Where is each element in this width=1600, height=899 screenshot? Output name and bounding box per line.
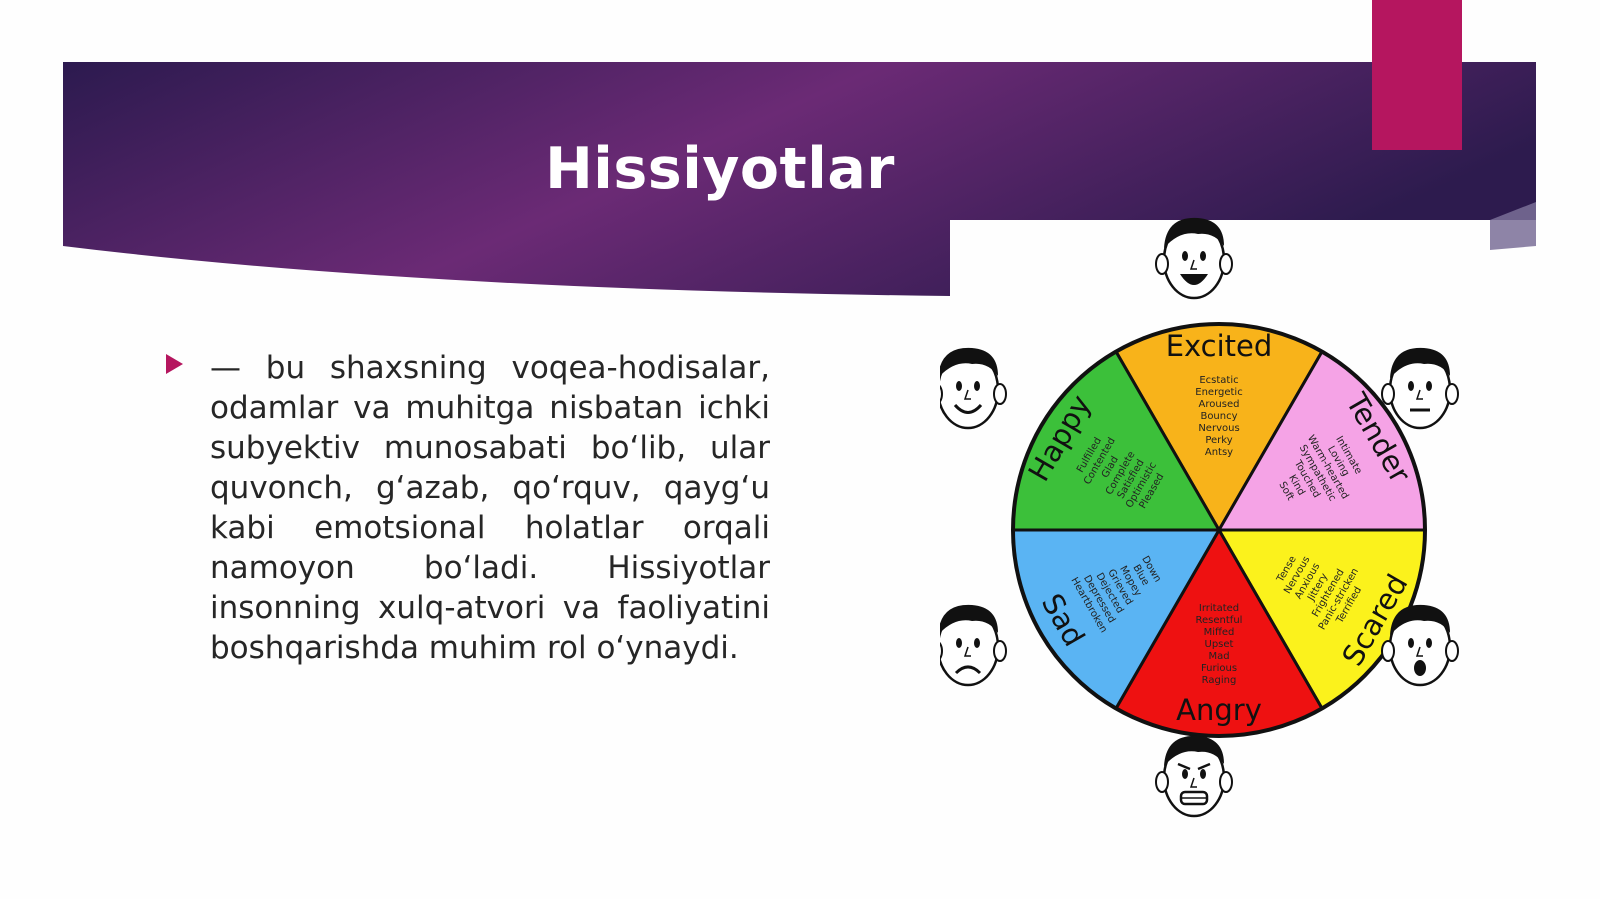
wheel-word: Mad (1208, 651, 1229, 662)
wheel-word: Energetic (1195, 387, 1242, 398)
wheel-word: Furious (1201, 663, 1237, 674)
surprised-face-icon (1381, 604, 1459, 687)
wheel-word: Bouncy (1200, 411, 1237, 422)
wheel-word: Upset (1205, 639, 1234, 650)
bullet-item: — bu shaxsning voqea-hodisalar, odamlar … (166, 348, 770, 668)
frowning-face-icon (940, 604, 1007, 687)
wheel-word: Raging (1202, 675, 1237, 686)
laughing-face-icon (1155, 217, 1233, 300)
wheel-label-excited: Excited (1166, 329, 1273, 363)
smiling-face-icon (940, 347, 1007, 430)
wheel-word: Aroused (1199, 399, 1240, 410)
wheel-word: Perky (1205, 435, 1232, 446)
emotion-wheel-diagram: ExcitedEcstaticEnergeticArousedBouncyNer… (940, 217, 1459, 818)
wheel-word: Ecstatic (1199, 375, 1238, 386)
slide-title: Hissiyotlar (545, 136, 895, 202)
wheel-word: Miffed (1204, 627, 1235, 638)
neutral-face-icon (1381, 347, 1459, 430)
wheel-word: Resentful (1196, 615, 1243, 626)
grimacing-face-icon (1155, 735, 1233, 818)
wheel-word: Antsy (1205, 447, 1233, 458)
body-text: — bu shaxsning voqea-hodisalar, odamlar … (210, 350, 770, 666)
bullet-arrow-icon (166, 354, 183, 374)
wheel-label-angry: Angry (1176, 693, 1262, 727)
wheel-word: Nervous (1198, 423, 1239, 434)
wheel-word: Irritated (1199, 603, 1239, 614)
accent-tab (1372, 0, 1462, 150)
title-banner (63, 62, 1536, 296)
